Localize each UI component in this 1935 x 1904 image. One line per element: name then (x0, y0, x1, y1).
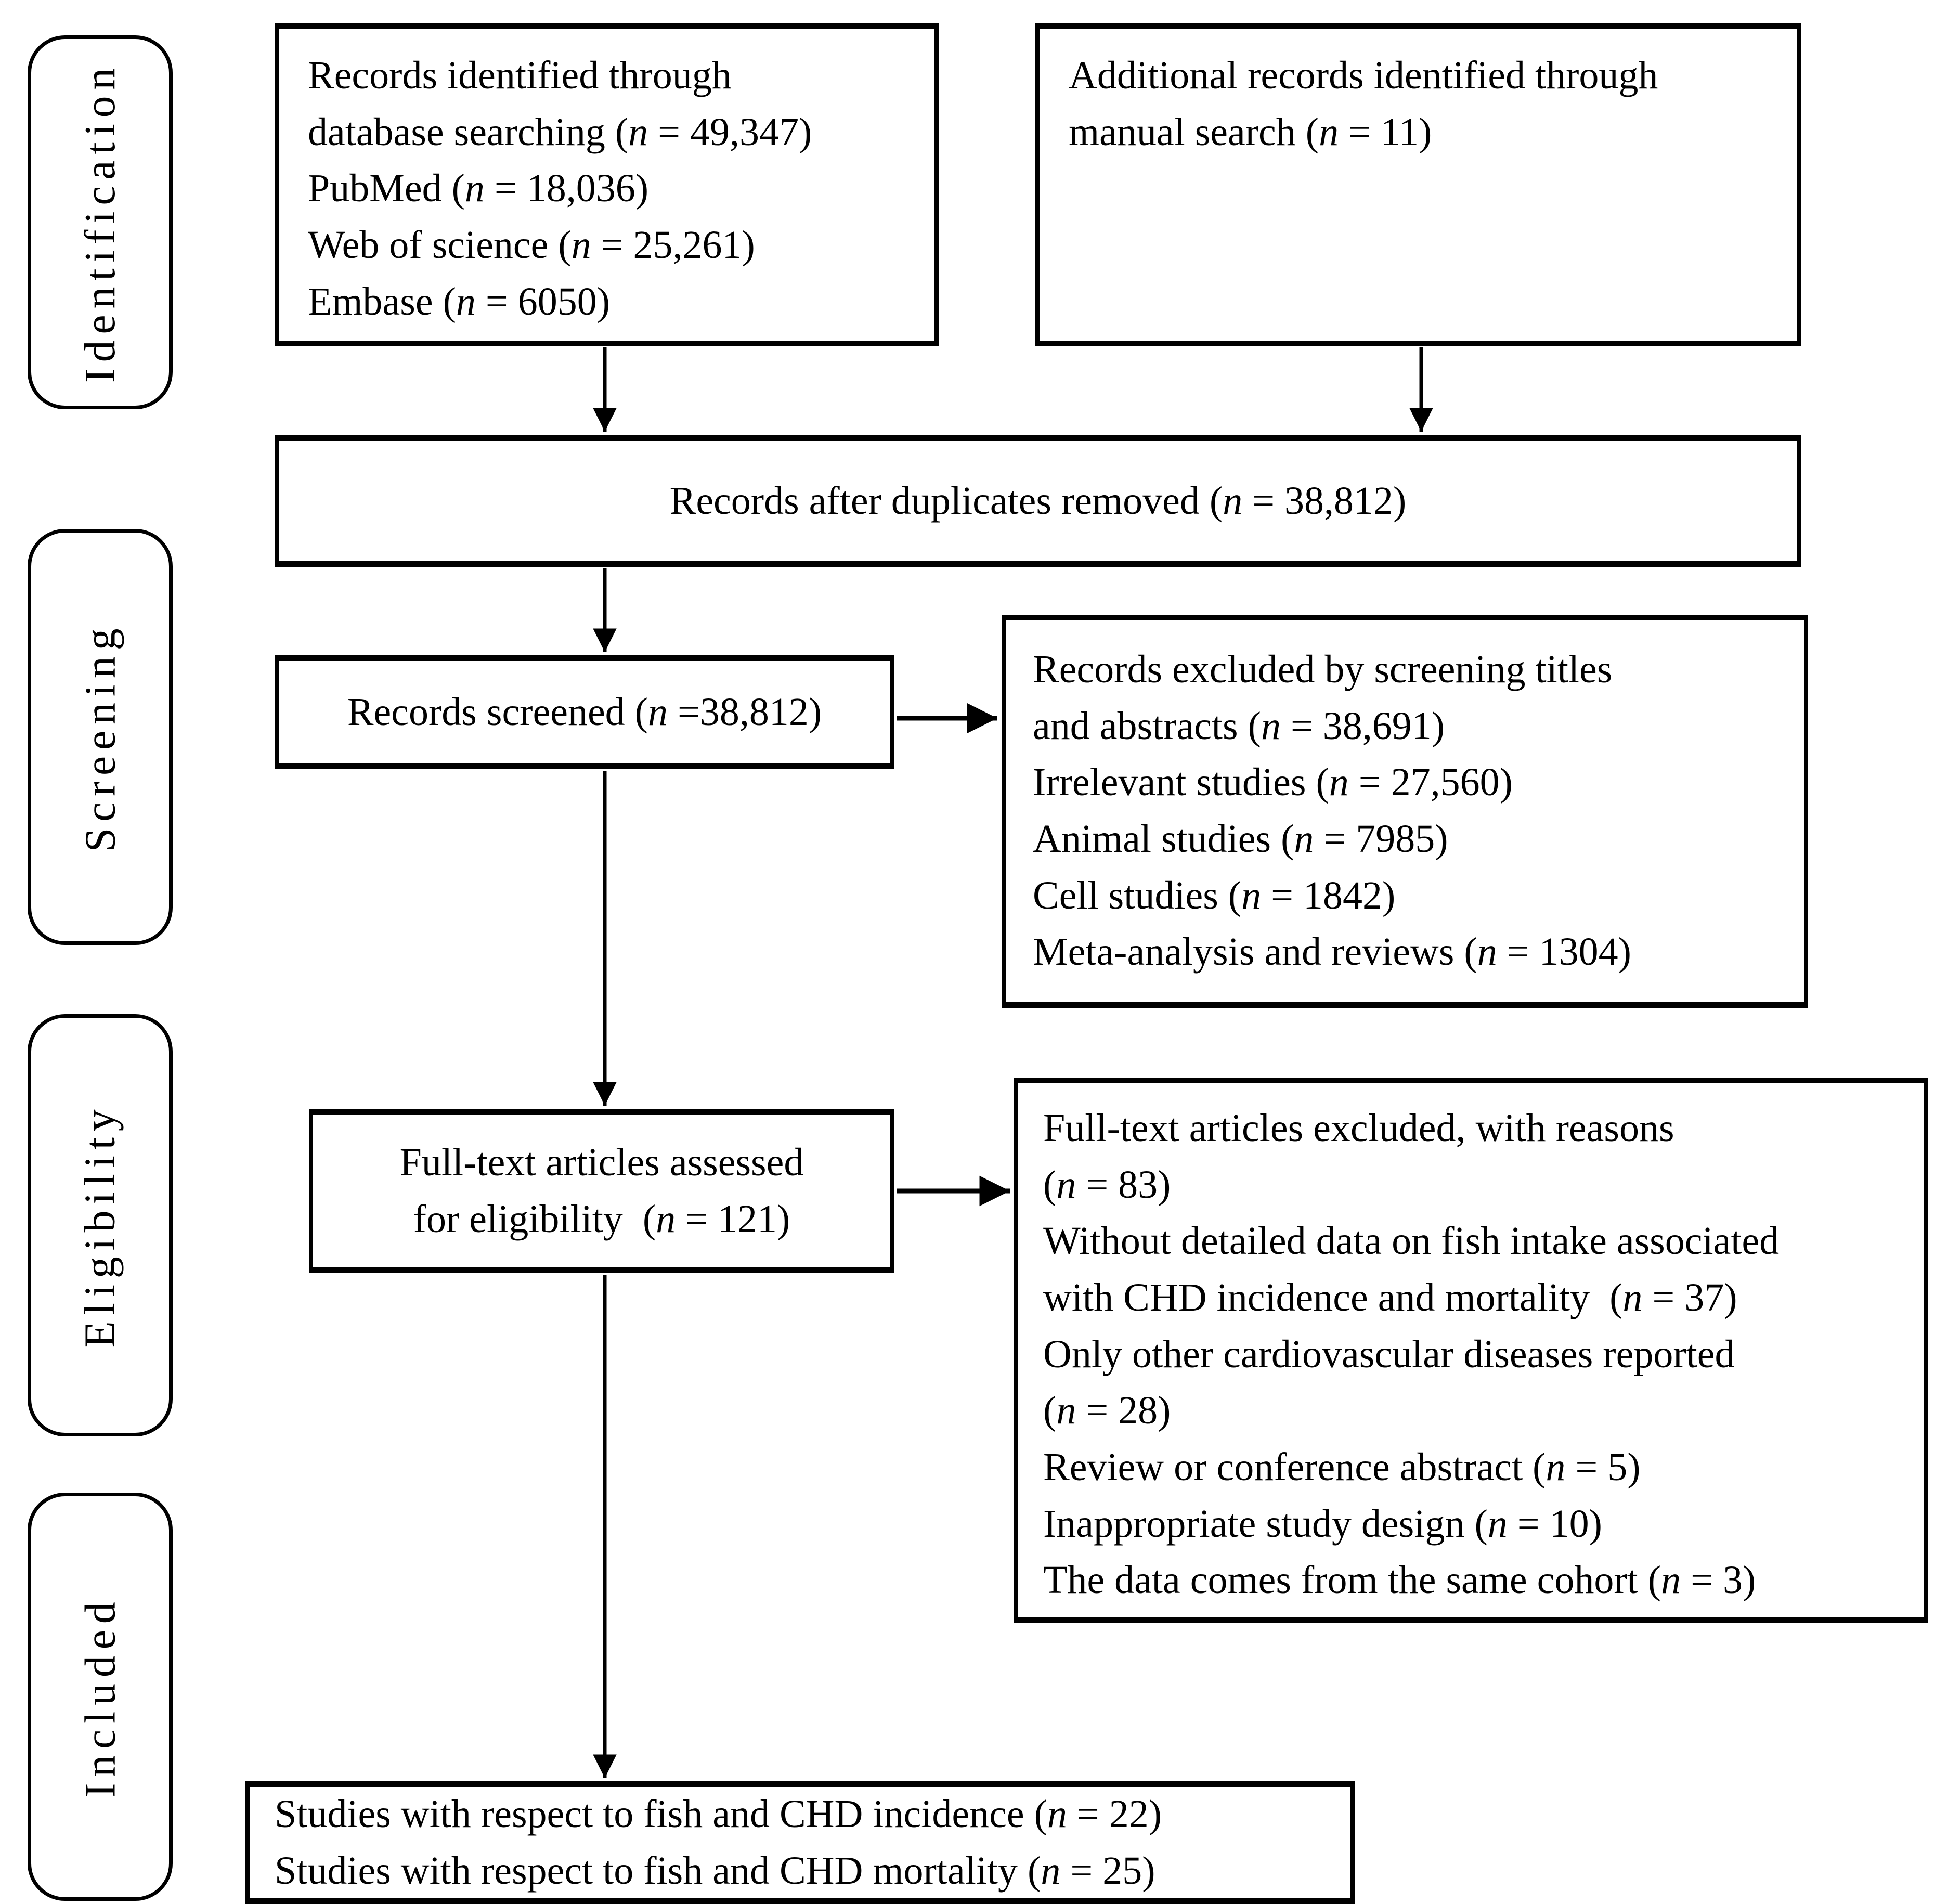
text-line: Cell studies (n = 1842) (1033, 873, 1396, 917)
text-line: Studies with respect to fish and CHD inc… (275, 1792, 1162, 1836)
text-line: PubMed (n = 18,036) (308, 166, 649, 211)
box-records-excluded: Records excluded by screening titles and… (1002, 615, 1808, 1008)
phase-label-screening-text: Screening (76, 622, 124, 852)
text-line: Irrelevant studies (n = 27,560) (1033, 760, 1513, 805)
text-line: (n = 83) (1043, 1162, 1171, 1207)
text-line: Records screened (n =38,812) (347, 690, 822, 734)
phase-label-included: Included (28, 1493, 173, 1901)
box-records-screened: Records screened (n =38,812) (275, 655, 894, 769)
box-fulltext-excluded: Full-text articles excluded, with reason… (1014, 1078, 1928, 1623)
text-line: Web of science (n = 25,261) (308, 223, 755, 267)
box-fulltext-assessed: Full-text articles assessed for eligibil… (309, 1109, 894, 1273)
text-line: for eligibility (n = 121) (413, 1197, 790, 1241)
text-line: Records identified through (308, 54, 732, 97)
box-included-studies: Studies with respect to fish and CHD inc… (245, 1781, 1355, 1904)
box-additional-records: Additional records identified through ma… (1035, 23, 1801, 346)
text-line: database searching (n = 49,347) (308, 110, 812, 154)
text-line: with CHD incidence and mortality (n = 37… (1043, 1276, 1737, 1320)
phase-label-included-text: Included (76, 1596, 124, 1798)
text-line: Inappropriate study design (n = 10) (1043, 1501, 1602, 1546)
text-line: Review or conference abstract (n = 5) (1043, 1445, 1641, 1489)
text-line: Additional records identified through (1069, 54, 1658, 97)
text-line: Only other cardiovascular diseases repor… (1043, 1332, 1735, 1376)
phase-label-eligibility-text: Eligibility (76, 1103, 125, 1348)
box-records-identified: Records identified through database sear… (275, 23, 939, 346)
phase-label-identification-text: Identification (76, 61, 124, 383)
phase-label-screening: Screening (28, 529, 173, 945)
phase-label-eligibility: Eligibility (28, 1014, 173, 1436)
text-line: Without detailed data on fish intake ass… (1043, 1219, 1780, 1263)
text-line: The data comes from the same cohort (n =… (1043, 1558, 1756, 1602)
text-line: Records excluded by screening titles (1033, 647, 1613, 691)
text-line: Records after duplicates removed (n = 38… (669, 478, 1407, 523)
text-line: manual search (n = 11) (1069, 110, 1432, 154)
text-line: Studies with respect to fish and CHD mor… (275, 1849, 1155, 1893)
text-line: Embase (n = 6050) (308, 279, 611, 323)
phase-label-identification: Identification (28, 35, 173, 409)
text-line: and abstracts (n = 38,691) (1033, 704, 1445, 748)
text-line: Meta-analysis and reviews (n = 1304) (1033, 930, 1631, 974)
text-line: Full-text articles assessed (399, 1140, 804, 1184)
box-duplicates-removed: Records after duplicates removed (n = 38… (275, 435, 1801, 567)
text-line: Full-text articles excluded, with reason… (1043, 1106, 1674, 1150)
text-line: Animal studies (n = 7985) (1033, 817, 1448, 861)
text-line: (n = 28) (1043, 1389, 1171, 1433)
